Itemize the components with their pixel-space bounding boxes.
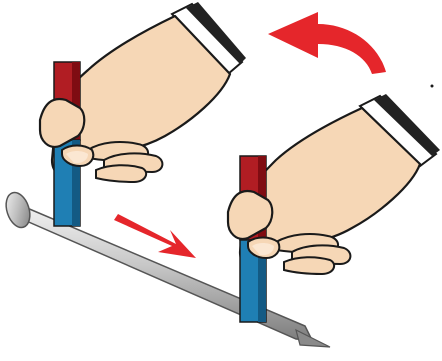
left-hand-with-magnet: [40, 2, 246, 226]
dot-mark: [431, 85, 434, 88]
right-hand-with-magnet: [228, 94, 440, 322]
curved-return-arrow-icon: [268, 12, 386, 74]
